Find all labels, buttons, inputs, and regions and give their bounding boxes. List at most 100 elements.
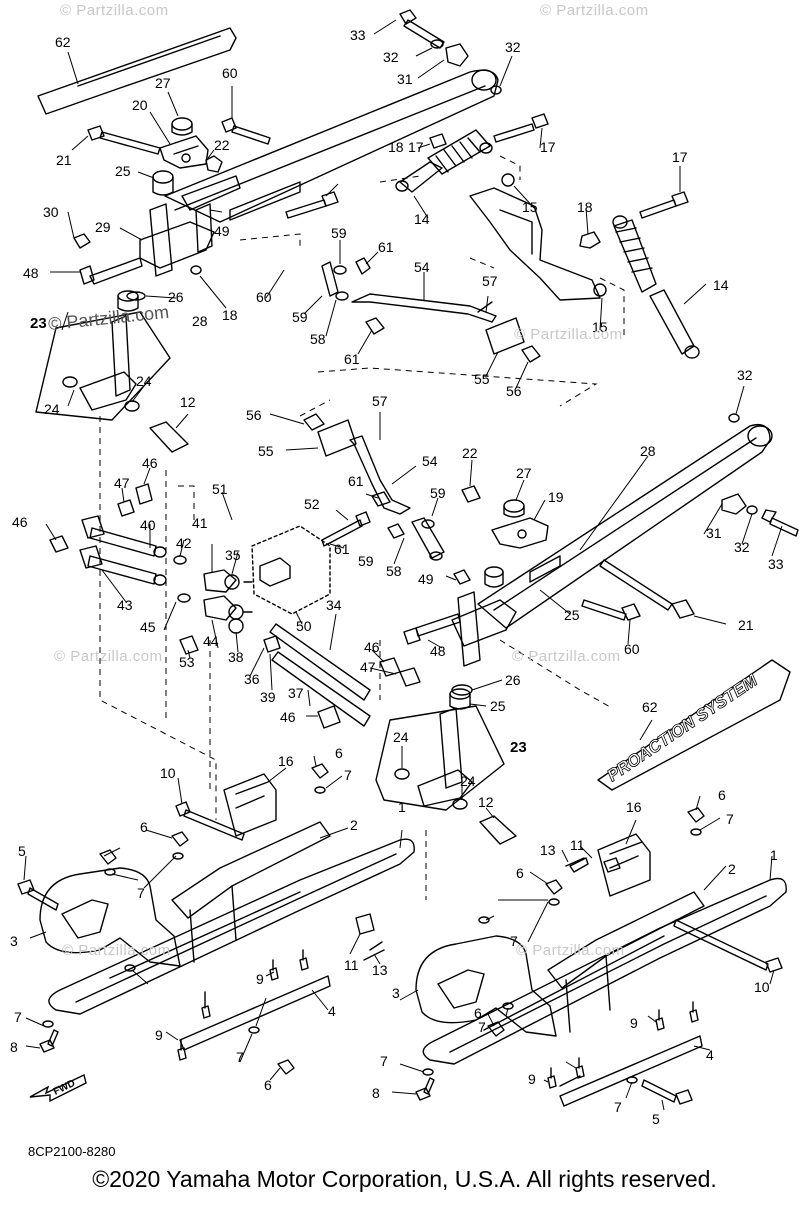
bolt-10-left bbox=[175, 801, 245, 841]
part-callout-14: 14 bbox=[713, 277, 729, 293]
part-callout-52: 52 bbox=[304, 496, 320, 512]
bolt-17-top-right bbox=[493, 113, 549, 143]
part-callout-17: 17 bbox=[672, 149, 688, 165]
part-callout-3: 3 bbox=[392, 985, 400, 1001]
part-callout-40: 40 bbox=[140, 517, 156, 533]
part-callout-2: 2 bbox=[350, 817, 358, 833]
part-callout-6: 6 bbox=[140, 819, 148, 835]
part-callout-57: 57 bbox=[482, 273, 498, 289]
part-callout-46: 46 bbox=[12, 514, 28, 530]
part-callout-13: 13 bbox=[540, 842, 556, 858]
part-callout-32: 32 bbox=[737, 367, 753, 383]
part-callout-36: 36 bbox=[244, 671, 260, 687]
front-link-rods bbox=[79, 515, 371, 727]
part-callout-6: 6 bbox=[718, 787, 726, 803]
part-callout-21: 21 bbox=[738, 617, 754, 633]
part-callout-9: 9 bbox=[528, 1071, 536, 1087]
part-callout-61: 61 bbox=[378, 239, 394, 255]
part-callout-7: 7 bbox=[510, 933, 518, 949]
spindle-housing-lower bbox=[403, 566, 641, 696]
forward-arrow-icon: FWD bbox=[29, 1074, 87, 1103]
leader-lines bbox=[23, 19, 783, 1111]
watermark-text: © Partzilla.com bbox=[60, 2, 169, 19]
part-callout-46: 46 bbox=[142, 455, 158, 471]
bolt-8-left bbox=[39, 1029, 59, 1053]
part-callout-48: 48 bbox=[23, 265, 39, 281]
assembly-lines bbox=[99, 155, 625, 900]
part-callout-18: 18 bbox=[577, 199, 593, 215]
part-callout-35: 35 bbox=[225, 547, 241, 563]
part-callout-25: 25 bbox=[564, 607, 580, 623]
part-callout-18: 18 bbox=[388, 139, 404, 155]
part-callout-32: 32 bbox=[734, 539, 750, 555]
part-callout-22: 22 bbox=[462, 445, 478, 461]
part-callout-60: 60 bbox=[256, 289, 272, 305]
part-callout-7: 7 bbox=[236, 1049, 244, 1065]
watermark-text: © Partzilla.com bbox=[540, 2, 649, 19]
part-callout-11: 11 bbox=[570, 837, 585, 853]
bolt-10-right bbox=[673, 919, 783, 973]
part-callout-10: 10 bbox=[754, 979, 770, 995]
part-callout-58: 58 bbox=[310, 331, 326, 347]
spacer-12-right bbox=[479, 815, 517, 845]
part-callout-49: 49 bbox=[214, 223, 230, 239]
part-callout-15: 15 bbox=[522, 199, 538, 215]
screws-9-right bbox=[547, 1001, 699, 1089]
part-callout-9: 9 bbox=[630, 1015, 638, 1031]
bolt-8-right bbox=[415, 1077, 435, 1101]
plate-boss bbox=[259, 557, 291, 587]
bolt-60-top bbox=[221, 117, 271, 145]
bolt-17-right bbox=[579, 191, 689, 249]
part-callout-9: 9 bbox=[155, 1027, 163, 1043]
part-callout-59: 59 bbox=[430, 485, 446, 501]
part-callout-22: 22 bbox=[214, 137, 230, 153]
part-callout-62: 62 bbox=[55, 34, 71, 50]
bolt-5-left bbox=[17, 879, 59, 911]
nut-22-top bbox=[205, 155, 223, 173]
part-callout-16: 16 bbox=[278, 753, 294, 769]
part-callout-48: 48 bbox=[430, 643, 446, 659]
part-callout-50: 50 bbox=[296, 618, 312, 634]
part-callout-7: 7 bbox=[614, 1099, 622, 1115]
bracket-19 bbox=[461, 485, 549, 549]
part-callout-47: 47 bbox=[360, 659, 376, 675]
part-callout-39: 39 bbox=[260, 689, 276, 705]
part-callout-60: 60 bbox=[222, 65, 238, 81]
part-callout-62: 62 bbox=[642, 699, 658, 715]
part-callout-55: 55 bbox=[258, 443, 274, 459]
part-callout-31: 31 bbox=[706, 525, 722, 541]
part-callout-61: 61 bbox=[348, 473, 364, 489]
part-callout-7: 7 bbox=[478, 1019, 486, 1035]
decal-strip-top bbox=[37, 27, 237, 115]
part-callout-37: 37 bbox=[288, 685, 304, 701]
spindle-kit-left bbox=[35, 290, 171, 421]
part-callout-8: 8 bbox=[372, 1085, 380, 1101]
bolt-52 bbox=[321, 511, 371, 547]
part-callout-55: 55 bbox=[474, 371, 490, 387]
part-callout-25: 25 bbox=[490, 698, 506, 714]
part-callout-29: 29 bbox=[95, 219, 111, 235]
nuts-washers-right bbox=[422, 807, 705, 1084]
part-callout-13: 13 bbox=[372, 962, 388, 978]
part-callout-6: 6 bbox=[516, 865, 524, 881]
part-callout-9: 9 bbox=[256, 971, 264, 987]
decal-proaction bbox=[597, 659, 791, 791]
part-callout-46: 46 bbox=[280, 709, 296, 725]
part-callout-23: 23 bbox=[30, 315, 47, 332]
shock-absorber-14-upper bbox=[395, 129, 493, 193]
watermark-text: © Partzilla.com bbox=[62, 942, 171, 959]
part-callout-47: 47 bbox=[114, 475, 130, 491]
fwd-label: FWD bbox=[52, 1078, 77, 1098]
bolt-33-lower bbox=[721, 413, 799, 537]
part-callout-17: 17 bbox=[540, 139, 556, 155]
part-callout-60: 60 bbox=[624, 641, 640, 657]
part-callout-34: 34 bbox=[326, 597, 342, 613]
part-callout-7: 7 bbox=[726, 811, 734, 827]
part-callout-41: 41 bbox=[192, 515, 208, 531]
part-callout-6: 6 bbox=[335, 745, 343, 761]
part-callout-24: 24 bbox=[44, 401, 60, 417]
part-callout-27: 27 bbox=[155, 75, 171, 91]
part-callout-1: 1 bbox=[770, 847, 778, 863]
stabilizer-bar-lower bbox=[303, 413, 471, 585]
part-callout-18: 18 bbox=[222, 307, 238, 323]
